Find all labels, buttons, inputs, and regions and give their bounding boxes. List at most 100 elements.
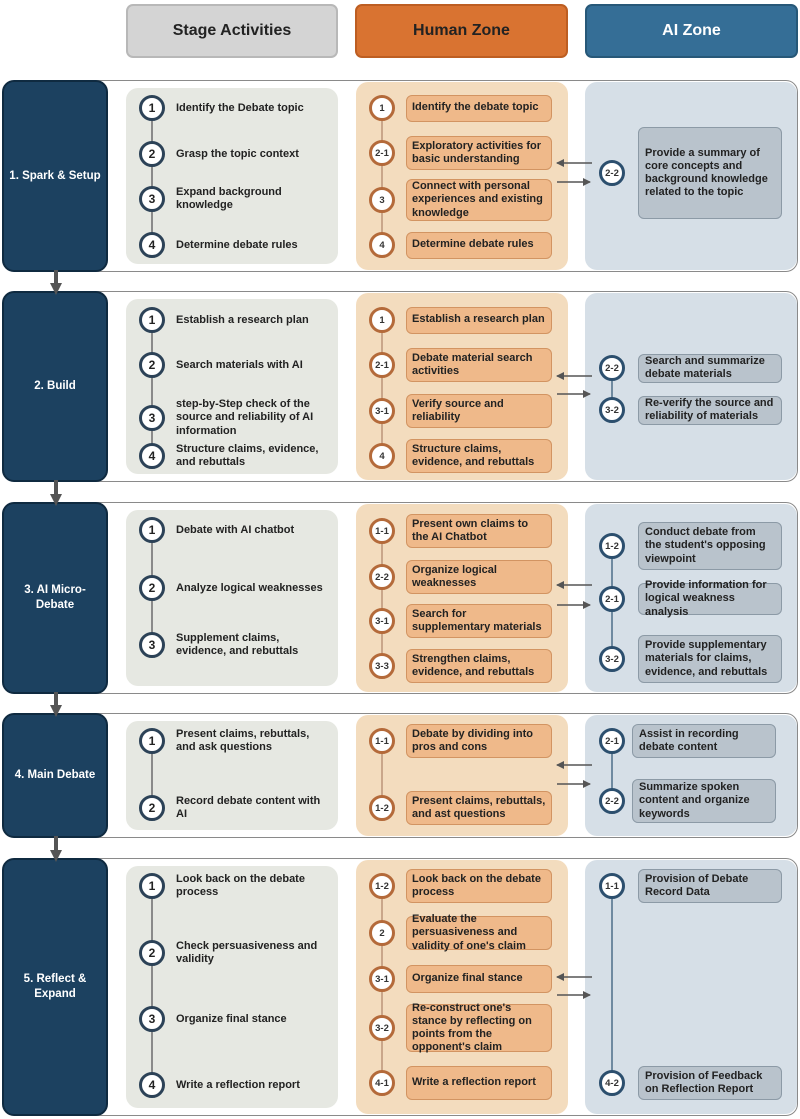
activity-step-label: step-by-Step check of the source and rel… [176, 398, 314, 437]
activity-step-label: Search materials with AI [176, 358, 303, 371]
ai-task-box: Re-verify the source and reliability of … [638, 395, 782, 425]
ai-task-box: Assist in recording debate content [632, 724, 776, 758]
human-task-box: Look back on the debate process [406, 869, 552, 903]
activity-step-number: 1 [139, 95, 165, 121]
activity-step-number: 4 [139, 232, 165, 258]
human-task-box: Re-construct one's stance by reflecting … [406, 1002, 552, 1053]
activity-step-number: 1 [139, 517, 165, 543]
human-task-box: Organize logical weaknesses [406, 560, 552, 594]
ai-task-box: Provision of Feedback on Reflection Repo… [638, 1066, 782, 1100]
human-task-number: 2-1 [369, 352, 395, 378]
human-task-box: Search for supplementary materials [406, 604, 552, 638]
ai-task-number: 3-2 [599, 397, 625, 423]
human-task-number: 3-2 [369, 1015, 395, 1041]
activity-step-label: Record debate content with AI [176, 794, 321, 820]
human-task-box: Present claims, rebuttals, and ast quest… [406, 791, 552, 825]
header-human-zone: Human Zone [355, 4, 568, 58]
activity-step-label: Determine debate rules [176, 238, 298, 251]
human-connector-line [381, 320, 383, 456]
human-connector-line [381, 531, 383, 666]
activity-step-label: Expand background knowledge [176, 185, 282, 211]
human-connector-line [381, 108, 383, 245]
activity-step-number: 2 [139, 352, 165, 378]
activity-step-number: 1 [139, 873, 165, 899]
stage-box-2: 2. Build [2, 291, 108, 482]
ai-task-box: Provision of Debate Record Data [638, 869, 782, 903]
human-task-box: Verify source and reliability [406, 394, 552, 428]
human-task-number: 2 [369, 920, 395, 946]
human-task-box: Strengthen claims, evidence, and rebutta… [406, 649, 552, 683]
ai-task-number: 1-1 [599, 873, 625, 899]
stage-box-5: 5. Reflect & Expand [2, 858, 108, 1116]
human-task-number: 3-1 [369, 398, 395, 424]
activity-step-number: 1 [139, 728, 165, 754]
human-task-number: 1-1 [369, 518, 395, 544]
activity-step-label: Look back on the debate process [176, 872, 305, 898]
activity-step-number: 4 [139, 443, 165, 469]
ai-task-number: 2-2 [599, 355, 625, 381]
activities-connector-line [151, 108, 153, 245]
human-task-number: 4 [369, 232, 395, 258]
human-task-number: 1-2 [369, 795, 395, 821]
activity-step-label: Supplement claims, evidence, and rebutta… [176, 631, 299, 657]
human-task-number: 3 [369, 187, 395, 213]
human-task-number: 2-2 [369, 564, 395, 590]
human-task-number: 1 [369, 95, 395, 121]
activity-step-number: 2 [139, 141, 165, 167]
ai-connector-line [611, 368, 613, 410]
human-connector-line [381, 741, 383, 808]
activity-step-number: 3 [139, 186, 165, 212]
activity-step-label: Organize final stance [176, 1012, 287, 1025]
human-task-box: Organize final stance [406, 965, 552, 993]
activities-column-1 [126, 88, 338, 264]
ai-task-number: 4-2 [599, 1070, 625, 1096]
ai-connector-line [611, 886, 613, 1083]
activity-step-label: Write a reflection report [176, 1078, 300, 1091]
activity-step-label: Debate with AI chatbot [176, 523, 295, 536]
human-task-number: 1 [369, 307, 395, 333]
human-task-box: Evaluate the persuasiveness and validity… [406, 913, 552, 952]
human-task-box: Determine debate rules [406, 231, 552, 259]
human-task-number: 3-3 [369, 653, 395, 679]
human-task-box: Identify the debate topic [406, 94, 552, 122]
activity-step-number: 1 [139, 307, 165, 333]
activity-step-number: 3 [139, 405, 165, 431]
human-task-box: Establish a research plan [406, 306, 552, 334]
activity-step-label: Grasp the topic context [176, 147, 299, 160]
activities-column-5 [126, 866, 338, 1108]
ai-zone-column-2 [585, 293, 797, 480]
ai-task-box: Provide information for logical weakness… [638, 579, 782, 618]
ai-task-number: 1-2 [599, 533, 625, 559]
activity-step-label: Present claims, rebuttals, and ask quest… [176, 727, 310, 753]
ai-task-number: 3-2 [599, 646, 625, 672]
activities-connector-line [151, 886, 153, 1085]
human-task-box: Debate by dividing into pros and cons [406, 724, 552, 758]
ai-task-box: Search and summarize debate materials [638, 353, 782, 383]
ai-task-box: Provide a summary of core concepts and b… [638, 127, 782, 219]
activity-step-label: Establish a research plan [176, 313, 309, 326]
human-task-box: Debate material search activities [406, 348, 552, 382]
header-ai-zone: AI Zone [585, 4, 798, 58]
ai-task-box: Summarize spoken content and organize ke… [632, 779, 776, 823]
ai-task-number: 2-2 [599, 160, 625, 186]
activity-step-number: 2 [139, 575, 165, 601]
activity-step-label: Identify the Debate topic [176, 101, 304, 114]
activity-step-label: Analyze logical weaknesses [176, 581, 323, 594]
ai-task-number: 2-2 [599, 788, 625, 814]
human-task-number: 3-1 [369, 608, 395, 634]
human-task-number: 4-1 [369, 1070, 395, 1096]
human-task-number: 1-1 [369, 728, 395, 754]
human-task-box: Write a reflection report [406, 1066, 552, 1100]
human-task-box: Exploratory activities for basic underst… [406, 136, 552, 170]
activities-column-3 [126, 510, 338, 686]
activity-step-number: 3 [139, 1006, 165, 1032]
activity-step-number: 2 [139, 795, 165, 821]
activity-step-number: 2 [139, 940, 165, 966]
human-task-box: Connect with personal experiences and ex… [406, 179, 552, 221]
human-task-number: 1-2 [369, 873, 395, 899]
header-stage-activities: Stage Activities [126, 4, 338, 58]
human-task-number: 2-1 [369, 140, 395, 166]
activity-step-label: Structure claims, evidence, and rebuttal… [176, 442, 319, 468]
human-task-box: Structure claims, evidence, and rebuttal… [406, 439, 552, 473]
